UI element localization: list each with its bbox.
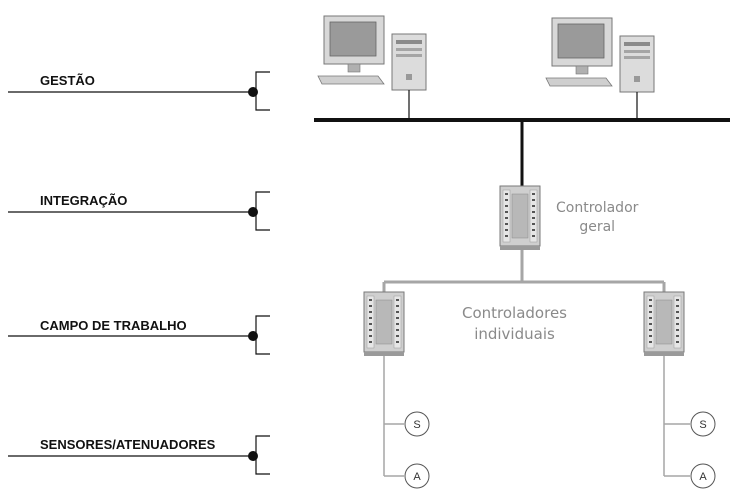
actuator-left: A xyxy=(404,463,430,489)
field-network xyxy=(382,250,666,292)
sensor-left: S xyxy=(404,411,430,437)
workstation-left-icon xyxy=(317,15,427,91)
controllers-individual-label-line2: individuais xyxy=(474,325,555,343)
controllers-individual-label: Controladores individuais xyxy=(462,303,567,345)
level-label-gestao: GESTÃO xyxy=(40,73,95,88)
general-controller-icon xyxy=(499,185,541,251)
actuator-right-symbol: A xyxy=(699,471,707,483)
level-label-integracao: INTEGRAÇÃO xyxy=(40,193,128,208)
individual-controller-right-icon xyxy=(643,291,685,357)
sensor-right-symbol: S xyxy=(699,419,706,431)
workstation-right-icon xyxy=(545,17,655,93)
sensor-wiring xyxy=(383,356,690,477)
controller-general-label-line1: Controlador xyxy=(556,200,639,216)
level-junction-dots xyxy=(248,87,258,461)
actuator-left-symbol: A xyxy=(413,471,421,483)
controller-general-label: Controlador geral xyxy=(556,199,638,237)
actuator-right: A xyxy=(690,463,716,489)
sensor-right: S xyxy=(690,411,716,437)
controllers-individual-label-line1: Controladores xyxy=(462,304,567,322)
level-label-campo: CAMPO DE TRABALHO xyxy=(40,318,187,333)
level-lines xyxy=(8,71,270,475)
level-label-sensores: SENSORES/ATENUADORES xyxy=(40,437,216,452)
individual-controller-left-icon xyxy=(363,291,405,357)
sensor-left-symbol: S xyxy=(413,419,420,431)
workstation-drops xyxy=(408,90,638,119)
controller-general-label-line2: geral xyxy=(579,219,616,235)
